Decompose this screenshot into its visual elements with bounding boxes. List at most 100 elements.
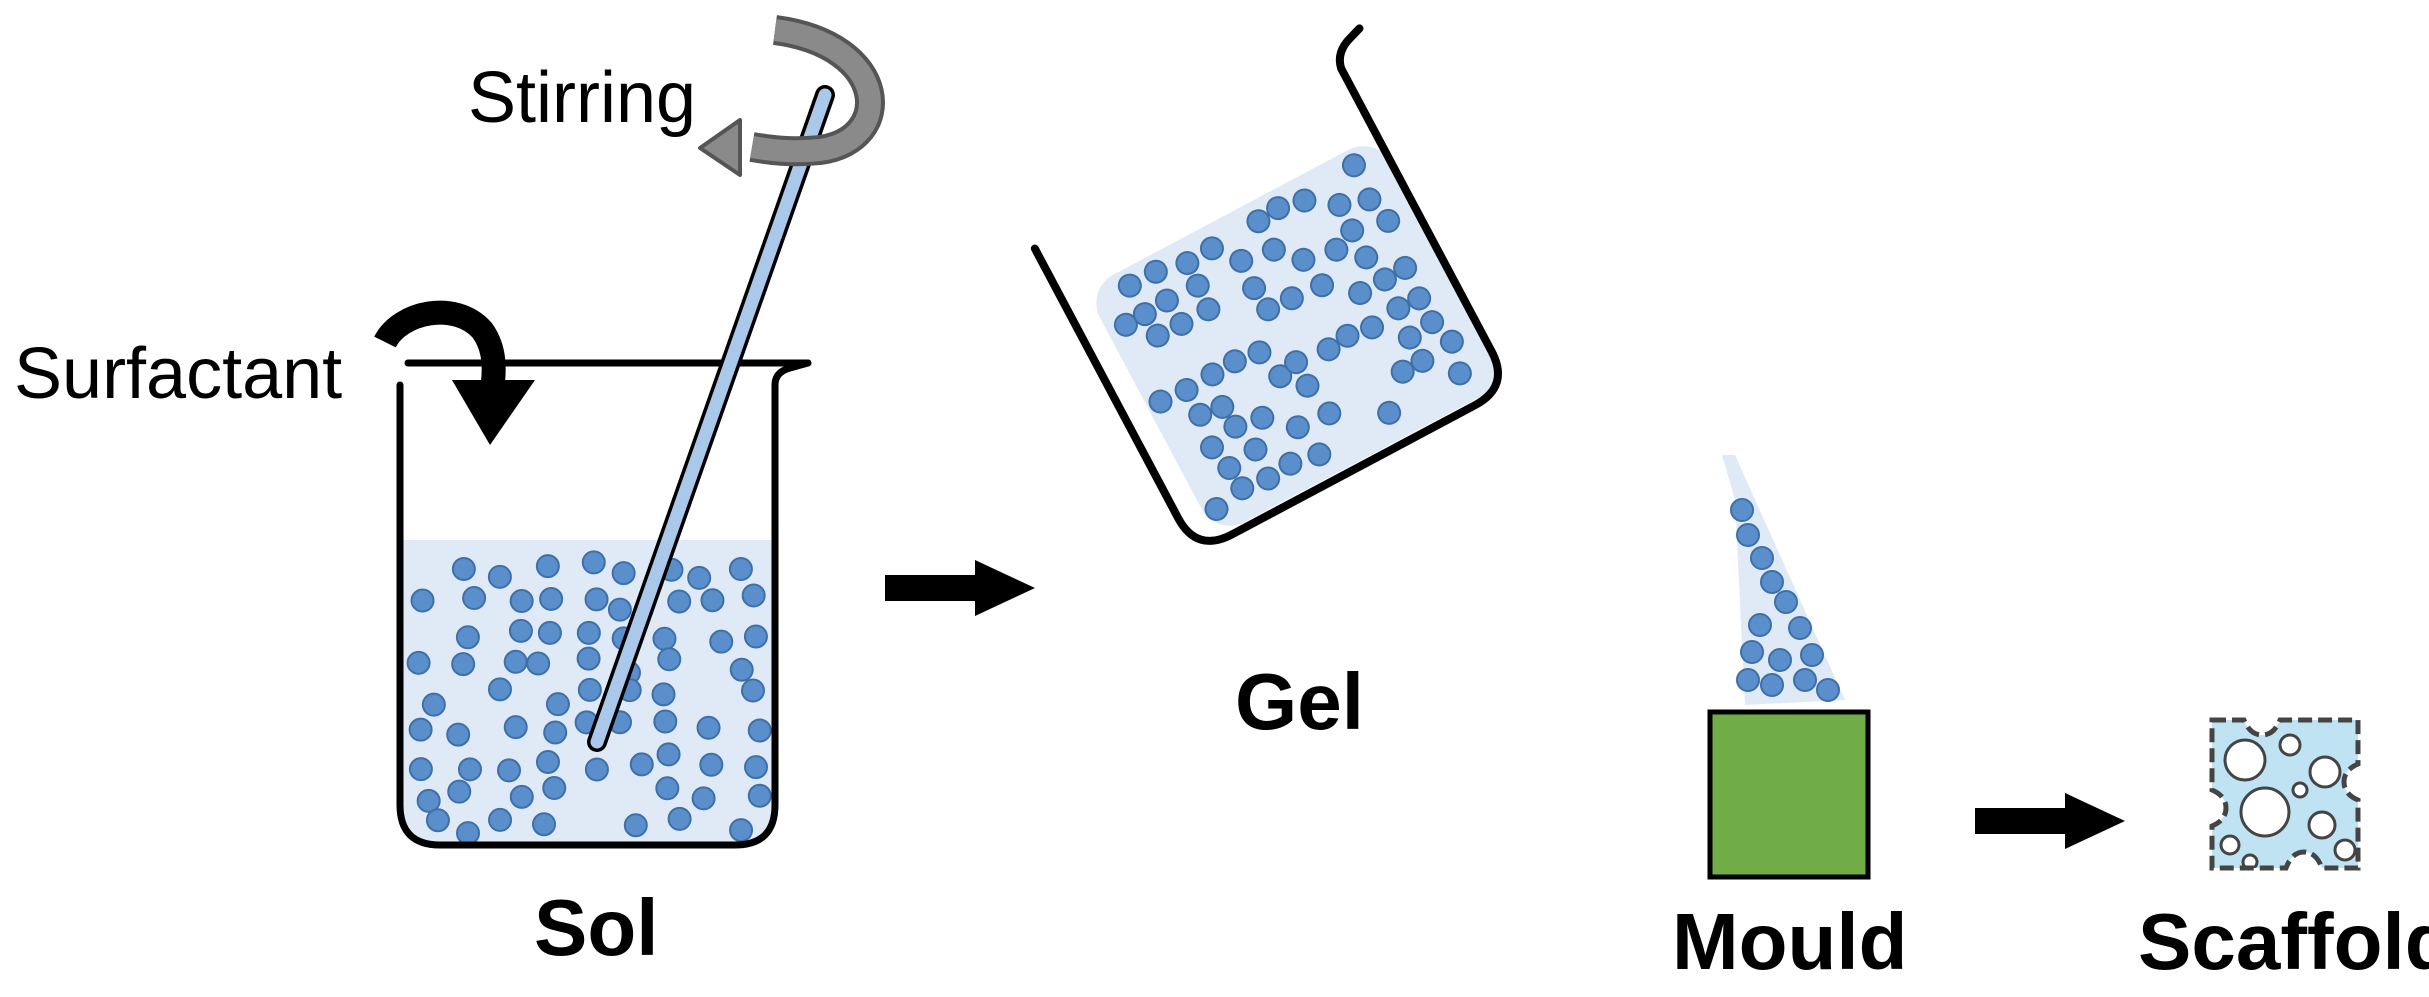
particle (1143, 259, 1168, 284)
particle (1439, 329, 1464, 354)
particle (1175, 251, 1200, 276)
particle (653, 709, 678, 734)
mould-label: Mould (1672, 897, 1908, 986)
particle (1816, 678, 1840, 702)
particle (451, 652, 476, 677)
particle (576, 620, 601, 645)
particle (1256, 297, 1281, 322)
gel-beaker-spout (1335, 24, 1364, 73)
stirring-arrow-icon (698, 15, 885, 177)
particle (667, 589, 692, 614)
particle (1376, 208, 1401, 233)
particle (1340, 218, 1365, 243)
particle (700, 588, 725, 613)
particle (1407, 286, 1432, 311)
particle (410, 588, 435, 613)
particle (542, 776, 567, 801)
process-arrow-2 (1975, 793, 2125, 849)
gel-beaker-outline (1030, 64, 1502, 545)
gel-label: Gel (1235, 657, 1364, 746)
particle (728, 556, 753, 581)
particle (1250, 405, 1275, 430)
particle (447, 779, 472, 804)
particle (1154, 288, 1179, 313)
particle (1800, 643, 1824, 667)
particle (451, 556, 476, 581)
particle (1145, 323, 1170, 348)
particle (1768, 648, 1792, 672)
particle (1295, 373, 1320, 398)
particle (1284, 350, 1309, 375)
particle (455, 625, 480, 650)
particle (1223, 414, 1248, 439)
particle (1246, 209, 1271, 234)
particle (456, 821, 481, 845)
scaffold-icon (2209, 717, 2361, 871)
particle (1199, 236, 1224, 261)
particle (503, 715, 528, 740)
particle (1740, 640, 1764, 664)
surfactant-label: Surfactant (14, 334, 343, 414)
particle (526, 651, 551, 676)
particle (1377, 400, 1402, 425)
particle (1760, 673, 1784, 697)
particle (1307, 442, 1332, 467)
particle (408, 757, 433, 782)
sol-label: Sol (534, 883, 659, 972)
particle (545, 692, 570, 717)
particle (1279, 286, 1304, 311)
particle (1196, 297, 1221, 322)
sol-particles (406, 550, 772, 845)
particle (1132, 302, 1157, 327)
particle (1317, 401, 1342, 426)
particle (1247, 340, 1272, 365)
particle (408, 717, 433, 742)
particle (532, 812, 557, 837)
particle (1386, 296, 1411, 321)
particle (508, 618, 533, 643)
particle (1256, 466, 1281, 491)
particle (509, 784, 534, 809)
particle (623, 813, 648, 838)
stirring-label: Stirring (468, 58, 697, 138)
particle (1357, 187, 1382, 212)
particle (1760, 570, 1784, 594)
particle (1261, 237, 1286, 262)
particle (1229, 248, 1254, 273)
particle (1174, 377, 1199, 402)
particle (421, 692, 446, 717)
particle (729, 657, 754, 682)
beaker-outline (396, 359, 812, 849)
particle (446, 722, 471, 747)
particle (416, 788, 441, 813)
particle (1360, 315, 1385, 340)
particle (747, 783, 772, 808)
particle (406, 650, 431, 675)
mould-block (1707, 709, 1871, 880)
particle (1750, 546, 1774, 570)
particle (1199, 435, 1224, 460)
particle (1310, 273, 1335, 298)
particle (1788, 616, 1812, 640)
particle (543, 720, 568, 745)
particle (1230, 476, 1255, 501)
particle (535, 749, 560, 774)
particle (699, 752, 724, 777)
tilted-beaker (1030, 24, 1845, 705)
particle (741, 583, 766, 608)
particle (425, 808, 450, 833)
gel-particles (1113, 153, 1472, 521)
particle (537, 620, 562, 645)
particle (691, 786, 716, 811)
particle (1148, 389, 1173, 414)
particle (656, 742, 681, 767)
particle (1204, 496, 1229, 521)
particle (1185, 273, 1210, 298)
stirring-rod (587, 85, 835, 752)
particle (740, 678, 765, 703)
stream-particles (1730, 498, 1840, 702)
particle (687, 565, 712, 590)
particle (1736, 668, 1760, 692)
particle (607, 597, 632, 622)
